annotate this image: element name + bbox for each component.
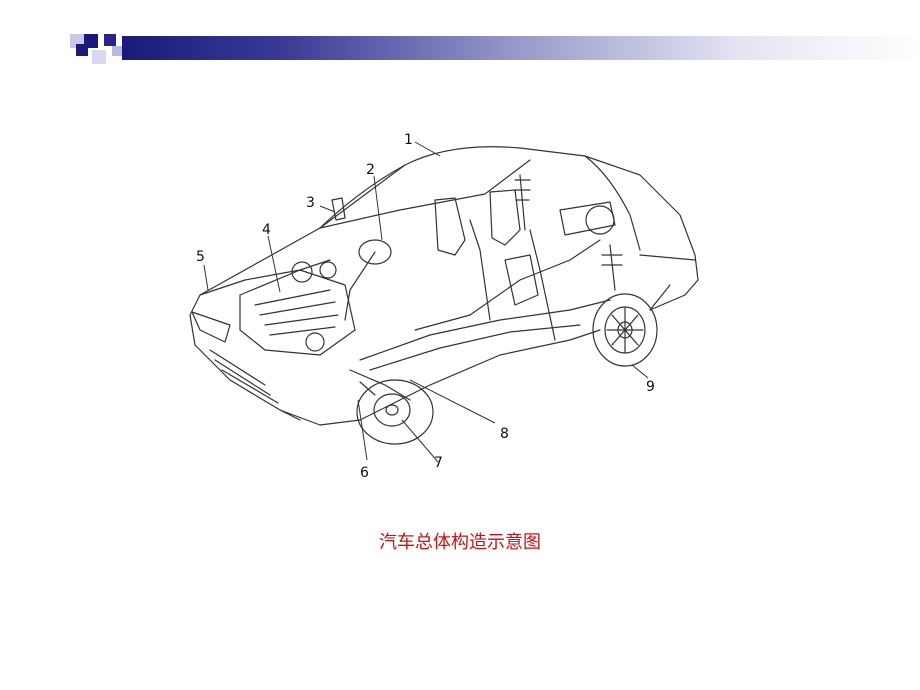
roof-line bbox=[319, 159, 531, 229]
engine-detail bbox=[254, 289, 339, 336]
steering-column bbox=[344, 251, 376, 321]
leader-4 bbox=[267, 235, 281, 293]
callout-5: 5 bbox=[196, 249, 205, 265]
callout-9: 9 bbox=[646, 379, 655, 395]
hood-line bbox=[199, 259, 331, 296]
rear-wheel bbox=[592, 293, 658, 367]
rear-strut-2 bbox=[601, 244, 623, 291]
drive-shaft bbox=[359, 299, 611, 361]
exhaust-pipe bbox=[369, 324, 581, 371]
fuel-tank bbox=[559, 201, 616, 236]
callout-4: 4 bbox=[262, 222, 271, 238]
callout-7: 7 bbox=[434, 455, 443, 471]
windshield bbox=[319, 164, 406, 229]
leader-8 bbox=[409, 379, 496, 424]
callout-1: 1 bbox=[404, 132, 413, 148]
engine-block bbox=[239, 269, 356, 356]
rear-wheel-rim bbox=[604, 306, 646, 354]
steering-wheel bbox=[358, 239, 392, 265]
front-grille bbox=[209, 349, 279, 404]
air-filter bbox=[291, 261, 313, 283]
leader-9 bbox=[631, 364, 649, 379]
side-mirror bbox=[331, 197, 346, 221]
leader-5 bbox=[203, 264, 209, 291]
engine-pulley bbox=[305, 332, 325, 352]
rear-seat bbox=[489, 189, 521, 246]
header-square-light bbox=[92, 50, 106, 64]
leader-6 bbox=[357, 399, 368, 461]
callout-2: 2 bbox=[366, 162, 375, 178]
fuel-line bbox=[414, 239, 601, 331]
spare-wheel bbox=[585, 205, 615, 235]
rear-window bbox=[584, 155, 641, 251]
callout-3: 3 bbox=[306, 195, 315, 211]
front-seat bbox=[434, 197, 466, 256]
lower-edge bbox=[279, 329, 601, 421]
front-wheel-hub bbox=[385, 404, 399, 416]
front-wheel-rim bbox=[373, 393, 411, 427]
headlight bbox=[191, 311, 231, 343]
door-line bbox=[469, 219, 556, 341]
leader-2 bbox=[373, 175, 383, 241]
callout-6: 6 bbox=[360, 465, 369, 481]
car-structure-diagram bbox=[189, 141, 699, 463]
diagram-caption: 汽车总体构造示意图 bbox=[379, 532, 541, 553]
leader-7 bbox=[401, 419, 439, 463]
callout-8: 8 bbox=[500, 426, 509, 442]
trunk-line bbox=[639, 254, 696, 311]
rear-seat-2 bbox=[504, 254, 539, 306]
leader-1 bbox=[414, 141, 441, 157]
header-square-light bbox=[112, 46, 122, 56]
header-square-dark bbox=[104, 34, 116, 46]
front-wheel bbox=[356, 379, 434, 445]
header-square-dark bbox=[76, 44, 88, 56]
leader-3 bbox=[319, 205, 336, 213]
front-suspension bbox=[349, 369, 411, 401]
rear-wheel-spokes bbox=[606, 307, 644, 353]
header-gradient-bar bbox=[122, 36, 920, 60]
rear-strut bbox=[514, 174, 531, 231]
front-bumper bbox=[189, 314, 361, 426]
air-filter-2 bbox=[319, 261, 337, 279]
